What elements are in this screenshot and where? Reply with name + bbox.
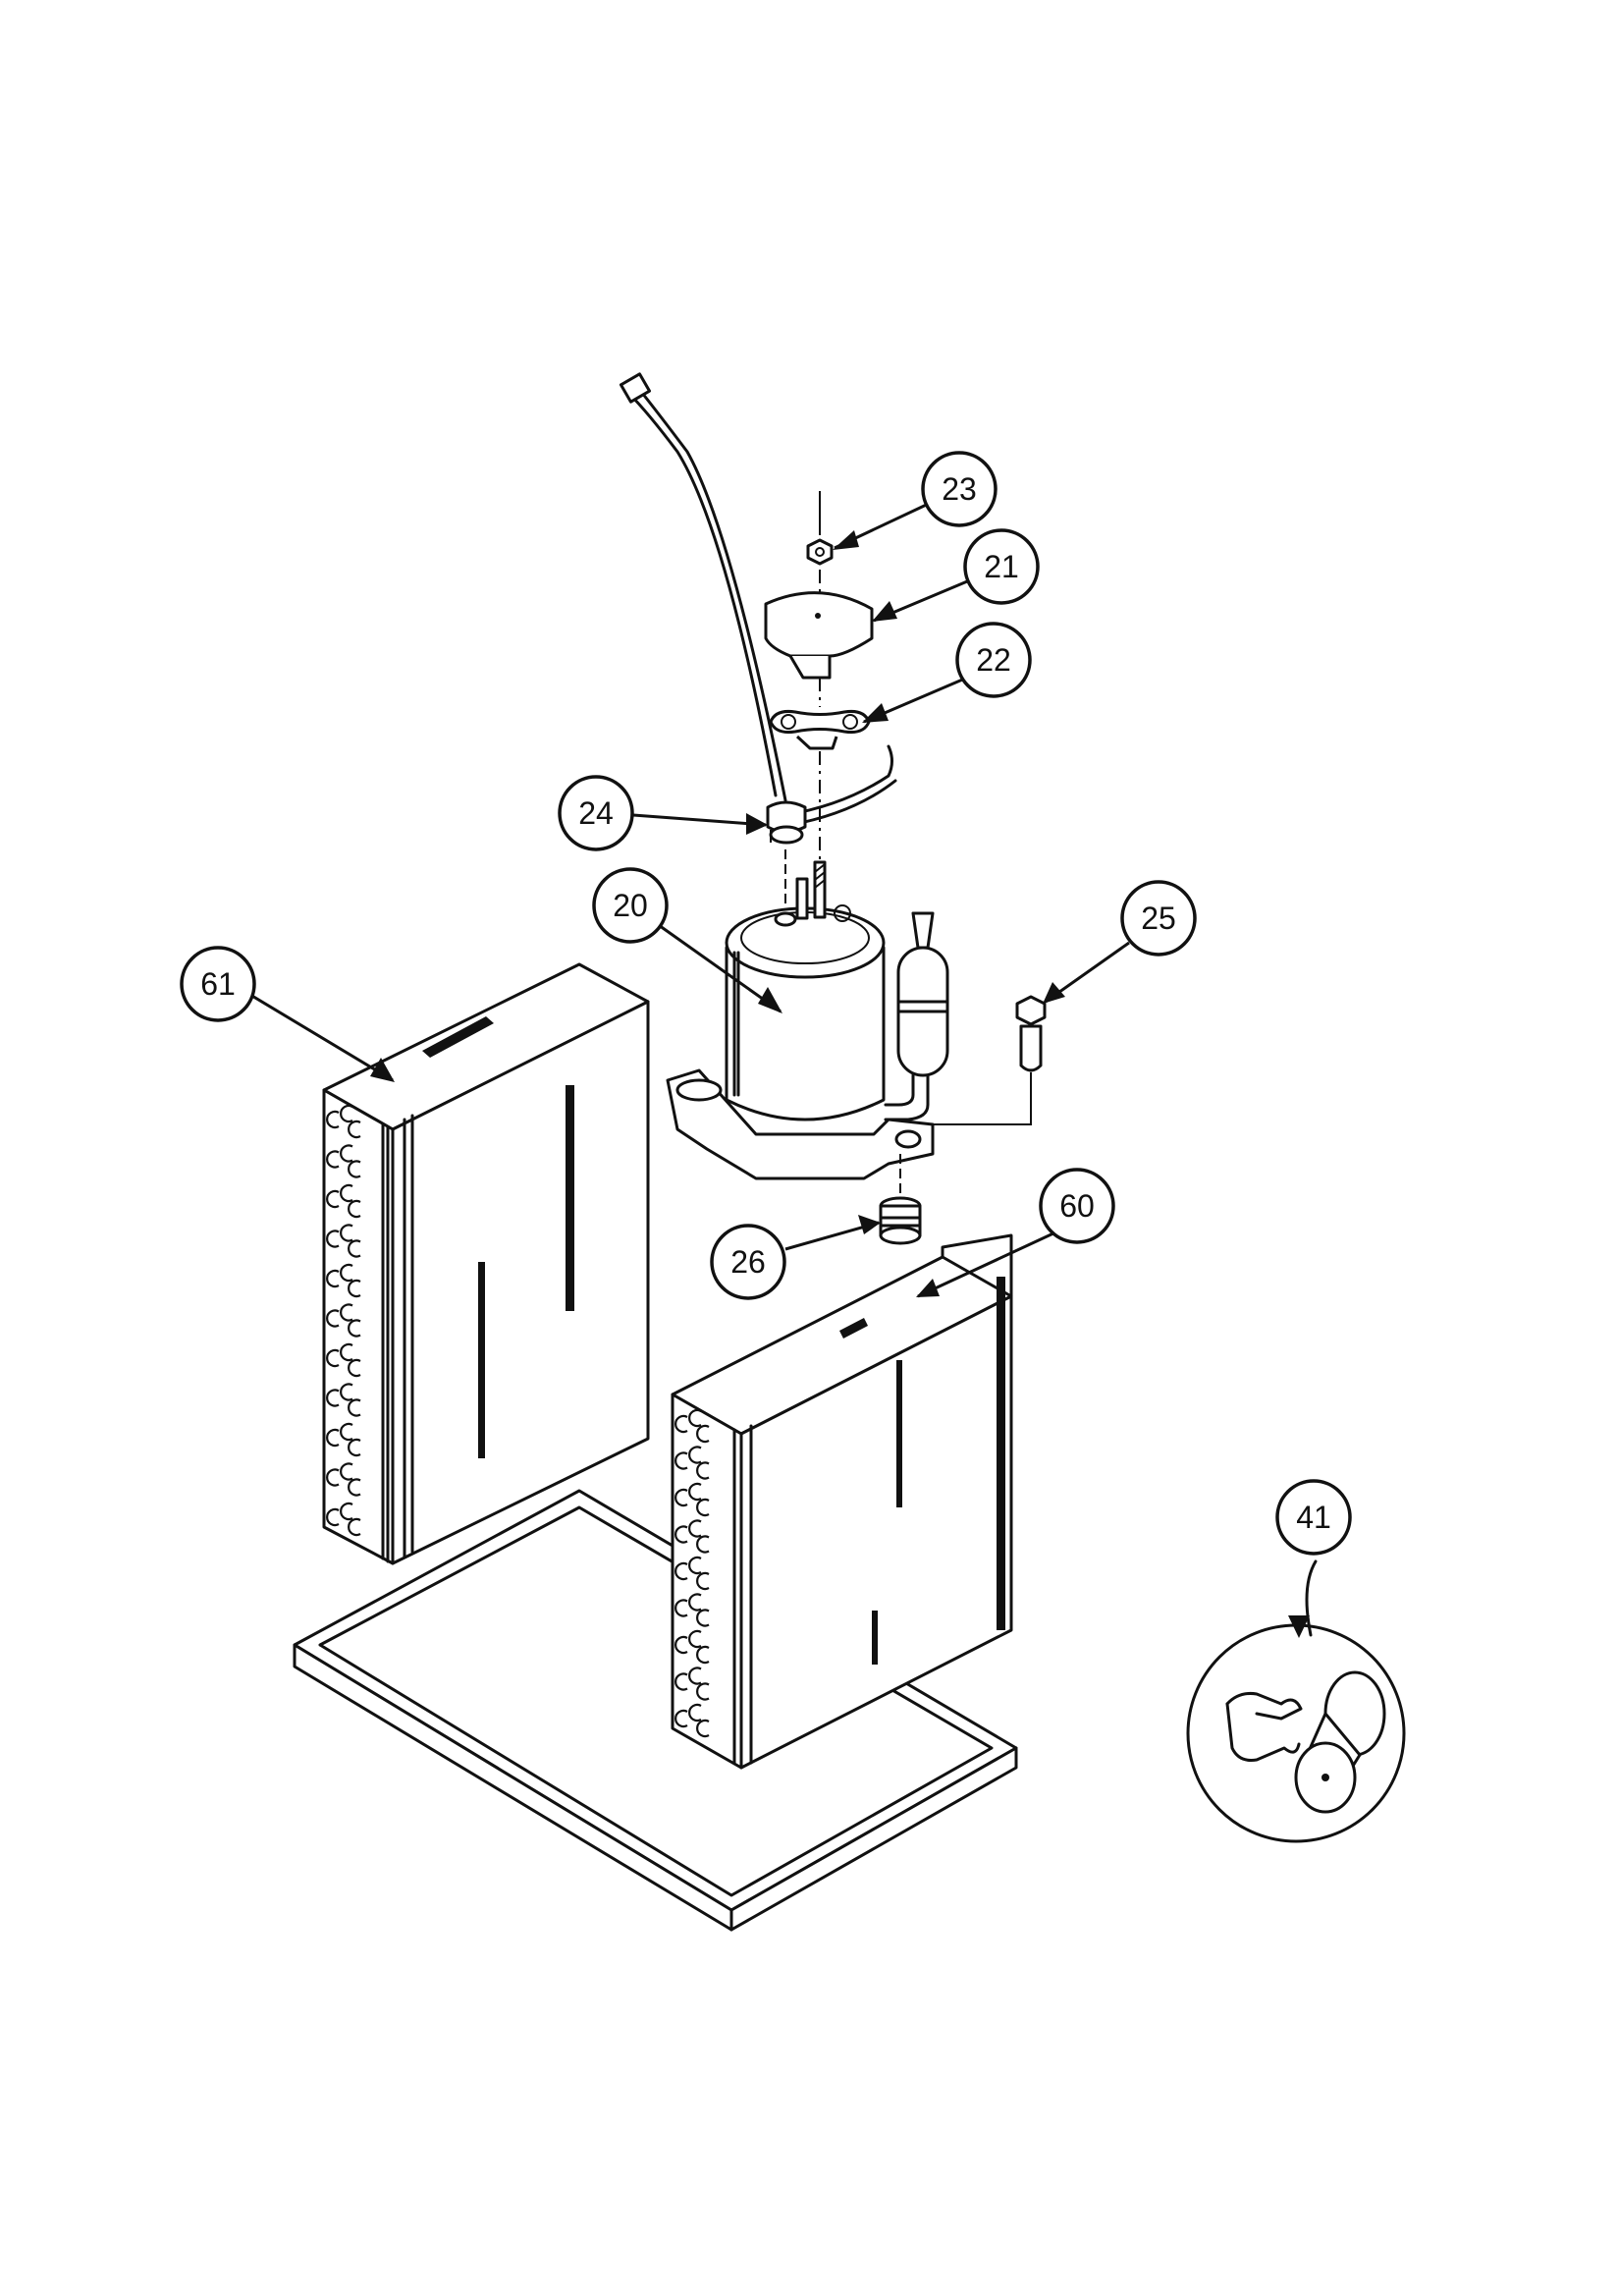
coil-61 xyxy=(322,962,650,1565)
callout-24: 24 xyxy=(558,775,634,851)
callout-22: 22 xyxy=(955,622,1032,698)
coil-60 xyxy=(671,1233,1013,1770)
callout-23: 23 xyxy=(921,451,998,527)
mounting-bolt-25 xyxy=(1015,995,1047,1072)
rubber-grommet-26 xyxy=(879,1196,922,1245)
base-pan xyxy=(293,1489,1018,1932)
callout-60-label: 60 xyxy=(1059,1188,1095,1224)
callout-25-label: 25 xyxy=(1141,901,1176,936)
callout-60: 60 xyxy=(1039,1168,1115,1244)
coil-61-return-bends xyxy=(326,1104,361,1537)
terminal-cover-21 xyxy=(764,591,874,680)
coil-60-return-bends xyxy=(674,1408,710,1738)
callout-20-label: 20 xyxy=(613,888,648,923)
callout-23-label: 23 xyxy=(942,471,977,507)
callout-41-label: 41 xyxy=(1296,1500,1331,1535)
leader-arrowheads xyxy=(370,530,1310,1638)
gasket-22 xyxy=(769,710,871,750)
callout-21: 21 xyxy=(963,528,1040,605)
callout-24-label: 24 xyxy=(578,795,614,831)
callout-20: 20 xyxy=(592,867,669,944)
callout-26: 26 xyxy=(710,1224,786,1300)
compressor-20 xyxy=(666,860,1032,1180)
assembly-centerline xyxy=(784,491,901,1198)
callout-22-label: 22 xyxy=(976,642,1011,678)
callout-25: 25 xyxy=(1120,880,1197,957)
callout-61-label: 61 xyxy=(200,966,236,1002)
detail-41 xyxy=(1186,1559,1406,1843)
callout-21-label: 21 xyxy=(984,549,1019,584)
callout-26-label: 26 xyxy=(730,1244,766,1280)
callout-61: 61 xyxy=(180,946,256,1022)
overload-protector-24 xyxy=(619,372,897,845)
callout-41: 41 xyxy=(1275,1479,1352,1556)
nut-23 xyxy=(806,538,834,566)
